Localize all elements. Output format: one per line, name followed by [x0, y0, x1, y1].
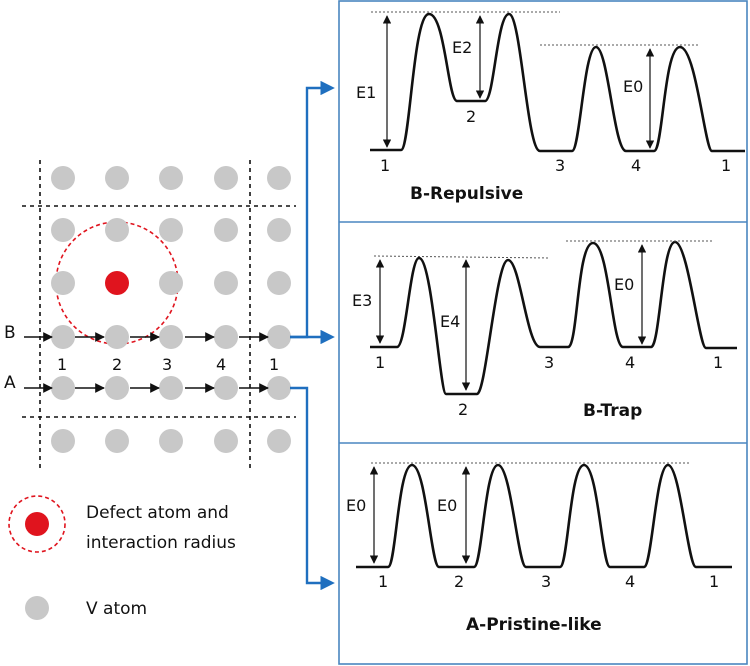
site-label: 1: [378, 572, 388, 591]
lattice-site-label: 1: [57, 355, 67, 374]
v-atom: [105, 166, 129, 190]
v-atom: [214, 376, 238, 400]
panel-b-repulsive: E1 E2 E0 1 2 3 4 1 B-Repulsive: [356, 11, 745, 204]
legend-v-atom-label: V atom: [86, 599, 147, 619]
lattice-site-label: 3: [162, 355, 172, 374]
v-atom: [105, 429, 129, 453]
site-label: 4: [631, 156, 641, 175]
defect-atom: [105, 271, 129, 295]
panel-title: A-Pristine-like: [466, 615, 602, 635]
v-atom: [159, 218, 183, 242]
v-atom: [159, 166, 183, 190]
connector-bottom: [290, 386, 335, 591]
legend-v-atom: [25, 596, 49, 620]
v-atom: [51, 429, 75, 453]
v-atom: [214, 271, 238, 295]
v-atom: [214, 325, 238, 349]
v-atom: [267, 166, 291, 190]
barrier-reference-line: [373, 255, 551, 259]
energy-label: E2: [452, 38, 472, 57]
v-atom: [51, 166, 75, 190]
v-atom: [159, 376, 183, 400]
energy-label: E1: [356, 83, 376, 102]
legend: Defect atom and interaction radius V ato…: [8, 495, 236, 620]
energy-label: E0: [623, 77, 643, 96]
v-atom: [51, 218, 75, 242]
energy-label: E4: [440, 312, 460, 331]
v-atom: [267, 271, 291, 295]
v-atom: [51, 325, 75, 349]
lattice-site-label: 1: [269, 355, 279, 374]
path-a-label: A: [4, 373, 16, 393]
site-label: 3: [544, 353, 554, 372]
site-label: 1: [380, 156, 390, 175]
v-atom: [105, 325, 129, 349]
site-label: 4: [625, 353, 635, 372]
v-atom: [159, 325, 183, 349]
site-label: 1: [721, 156, 731, 175]
panel-title: B-Repulsive: [410, 184, 523, 204]
energy-label: E3: [352, 291, 372, 310]
site-label: 1: [375, 353, 385, 372]
v-atom: [51, 376, 75, 400]
legend-defect-label: Defect atom and: [86, 503, 229, 523]
site-label: 2: [466, 107, 476, 126]
legend-defect-label-2: interaction radius: [86, 533, 236, 553]
connectors: [290, 80, 335, 591]
energy-profile-curve: [356, 463, 732, 569]
site-label: 1: [713, 353, 723, 372]
energy-profile-curve: [370, 12, 745, 153]
lattice-site-label: 4: [216, 355, 226, 374]
lattice-site-label: 2: [112, 355, 122, 374]
v-atom: [267, 429, 291, 453]
v-atom: [214, 166, 238, 190]
panel-title: B-Trap: [583, 401, 642, 421]
energy-panels: E1 E2 E0 1 2 3 4 1 B-Repulsive E3 E4 E0 …: [338, 0, 748, 665]
site-label: 4: [625, 572, 635, 591]
energy-label: E0: [346, 496, 366, 515]
legend-defect-atom: [25, 512, 49, 536]
v-atom: [105, 218, 129, 242]
panel-b-trap: E3 E4 E0 1 2 3 4 1 B-Trap: [352, 240, 737, 421]
site-label: 3: [555, 156, 565, 175]
v-atom: [214, 429, 238, 453]
legend-interaction-radius: [8, 495, 66, 553]
site-label: 3: [541, 572, 551, 591]
panel-frame: [338, 0, 748, 665]
v-atom: [267, 325, 291, 349]
v-atom: [105, 376, 129, 400]
path-b-label: B: [4, 323, 16, 343]
v-atom: [159, 429, 183, 453]
site-label: 2: [458, 400, 468, 419]
lattice: B A 1 2 3 4 1: [4, 160, 296, 470]
v-atom: [159, 271, 183, 295]
site-label: 2: [454, 572, 464, 591]
connector-top: [290, 80, 335, 339]
v-atom: [214, 218, 238, 242]
panel-a-pristine-like: E0 E0 1 2 3 4 1 A-Pristine-like: [346, 462, 732, 635]
v-atom-grid: [51, 166, 291, 453]
site-label: 1: [709, 572, 719, 591]
v-atom: [267, 218, 291, 242]
energy-profile-curve: [370, 240, 737, 396]
energy-label: E0: [437, 496, 457, 515]
v-atom: [267, 376, 291, 400]
energy-label: E0: [614, 275, 634, 294]
v-atom: [51, 271, 75, 295]
